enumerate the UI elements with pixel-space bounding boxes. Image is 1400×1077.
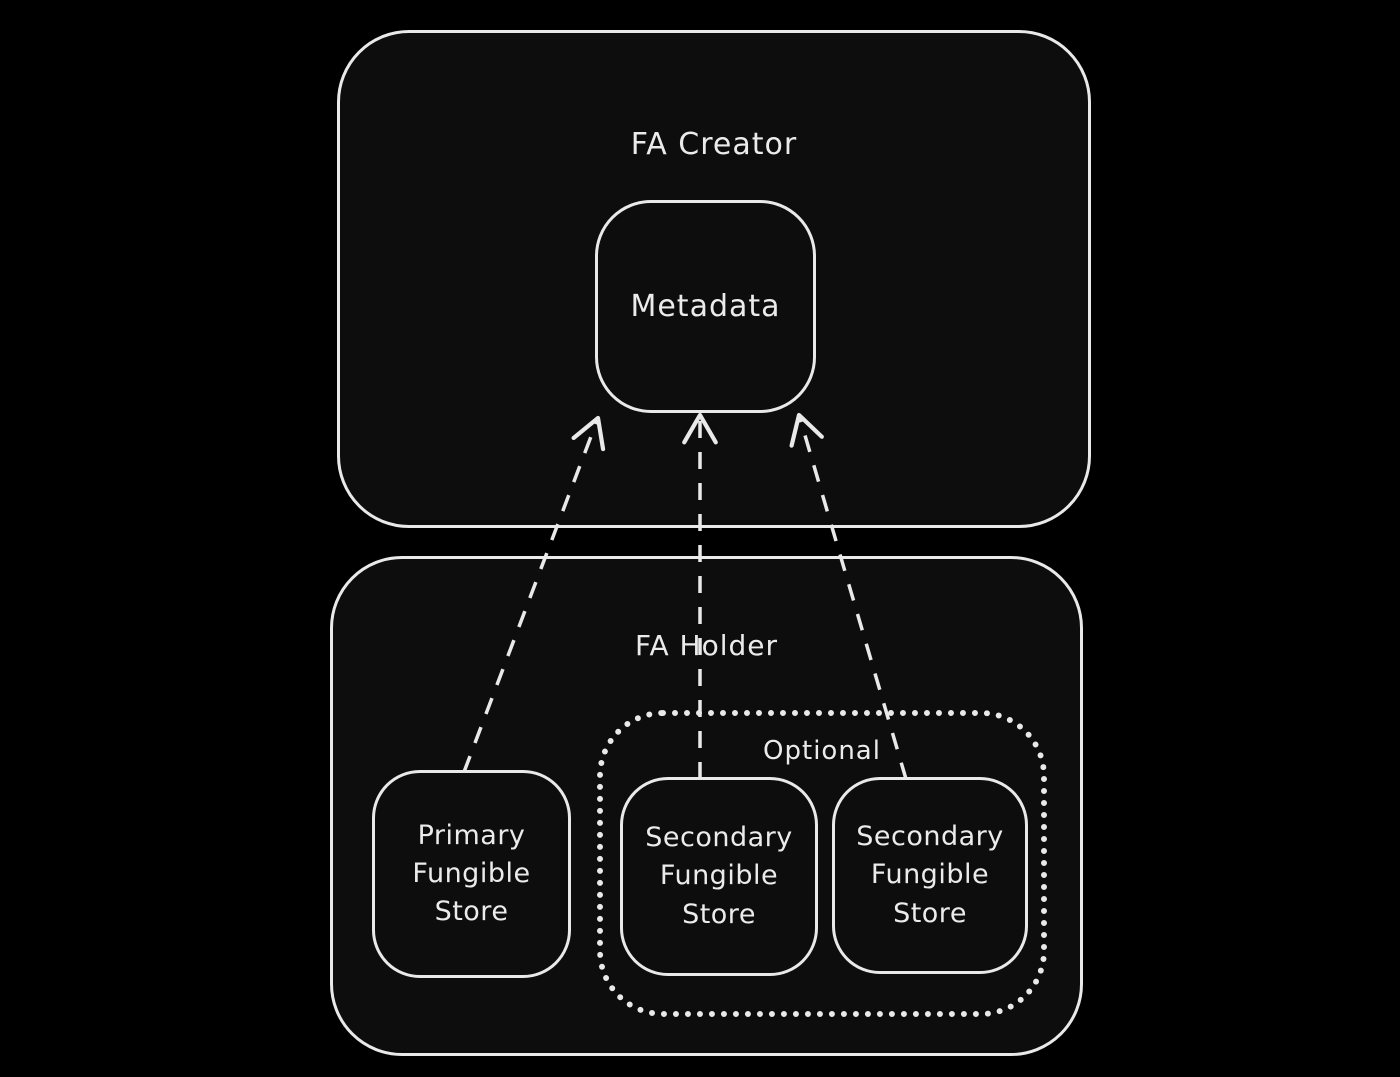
fa-holder-label: FA Holder xyxy=(634,629,779,662)
secondary-store-2-label-line1: Secondary xyxy=(856,821,1004,852)
primary-fungible-store-node: Primary Fungible Store xyxy=(372,770,571,978)
metadata-node: Metadata xyxy=(595,200,816,413)
primary-store-label-line2: Fungible xyxy=(412,857,531,889)
optional-label: Optional xyxy=(763,736,881,766)
secondary-store-2-label-line2: Fungible xyxy=(870,859,990,891)
secondary-store-1-label-line3: Store xyxy=(682,898,756,930)
primary-store-label-line1: Primary xyxy=(417,819,526,851)
secondary-store-1-label-line1: Secondary xyxy=(645,822,793,853)
fa-holder-container: FA Holder Primary Fungible Store Optiona… xyxy=(330,556,1083,1056)
secondary-fungible-store-node-1: Secondary Fungible Store xyxy=(620,777,818,976)
fa-creator-container: FA Creator Metadata xyxy=(337,30,1091,528)
secondary-fungible-store-node-2: Secondary Fungible Store xyxy=(832,777,1028,974)
secondary-store-2-label-line3: Store xyxy=(893,897,967,929)
secondary-store-1-label-line2: Fungible xyxy=(659,860,779,892)
optional-group: Optional Secondary Fungible Store Second… xyxy=(597,710,1047,1017)
fa-creator-label: FA Creator xyxy=(630,127,798,162)
primary-store-label-line3: Store xyxy=(434,896,509,928)
metadata-label: Metadata xyxy=(630,289,781,324)
